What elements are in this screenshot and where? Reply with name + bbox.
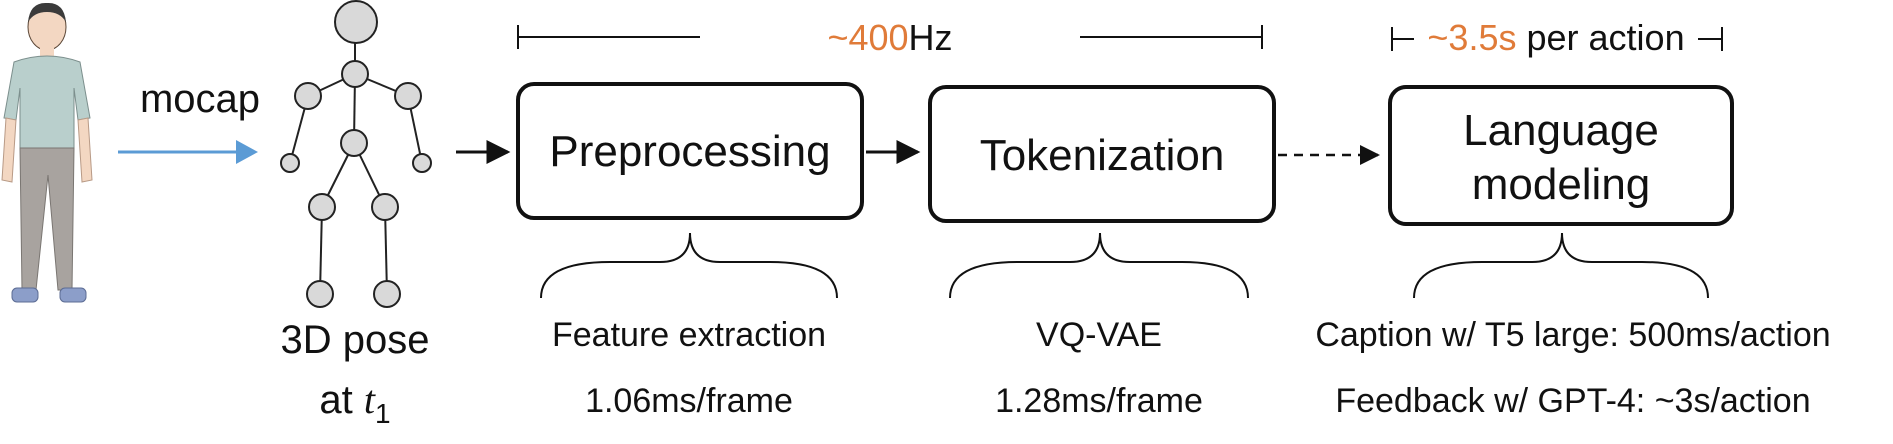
brace-preprocessing	[540, 232, 838, 299]
pose-time-subscript: 1	[375, 398, 391, 429]
action-rate-label: ~3.5s per action	[1427, 17, 1684, 58]
detail-tokenization-timing: 1.28ms/frame	[995, 382, 1203, 420]
stick-skeleton-icon	[280, 0, 432, 308]
stage-box-tokenization	[928, 85, 1276, 223]
detail-tokenization-method: VQ-VAE	[1036, 316, 1162, 354]
pose-time-variable: t	[364, 377, 376, 422]
hz-rate-unit: Hz	[909, 17, 953, 58]
detail-language-modeling-caption: Caption w/ T5 large: 500ms/action	[1315, 316, 1830, 354]
detail-language-modeling-feedback: Feedback w/ GPT-4: ~3s/action	[1335, 382, 1810, 420]
stage-title-tokenization: Tokenization	[980, 131, 1225, 180]
action-rate-bracket	[1391, 27, 1723, 51]
stage-title-preprocessing: Preprocessing	[549, 127, 830, 176]
detail-preprocessing-timing: 1.06ms/frame	[585, 382, 793, 420]
person-figure-icon	[1, 2, 93, 303]
action-rate-value: ~3.5s	[1427, 17, 1516, 58]
pose-label-line1: 3D pose	[281, 318, 430, 362]
stage-box-language-modeling	[1388, 85, 1734, 226]
brace-language-modeling	[1413, 232, 1709, 299]
stage-title-language-modeling-line2: modeling	[1472, 160, 1651, 209]
brace-tokenization	[949, 232, 1249, 299]
hz-rate-value: ~400	[827, 17, 908, 58]
stage-title-language-modeling-line1: Language	[1463, 106, 1659, 155]
action-rate-unit: per action	[1516, 17, 1684, 58]
stage-box-preprocessing	[516, 82, 864, 220]
mocap-arrow	[118, 140, 258, 164]
detail-preprocessing-method: Feature extraction	[552, 316, 826, 354]
hz-rate-bracket	[517, 25, 1263, 49]
mocap-label: mocap	[140, 77, 260, 121]
pose-label-line2: at t1	[319, 377, 390, 429]
hz-rate-label: ~400Hz	[827, 17, 952, 58]
